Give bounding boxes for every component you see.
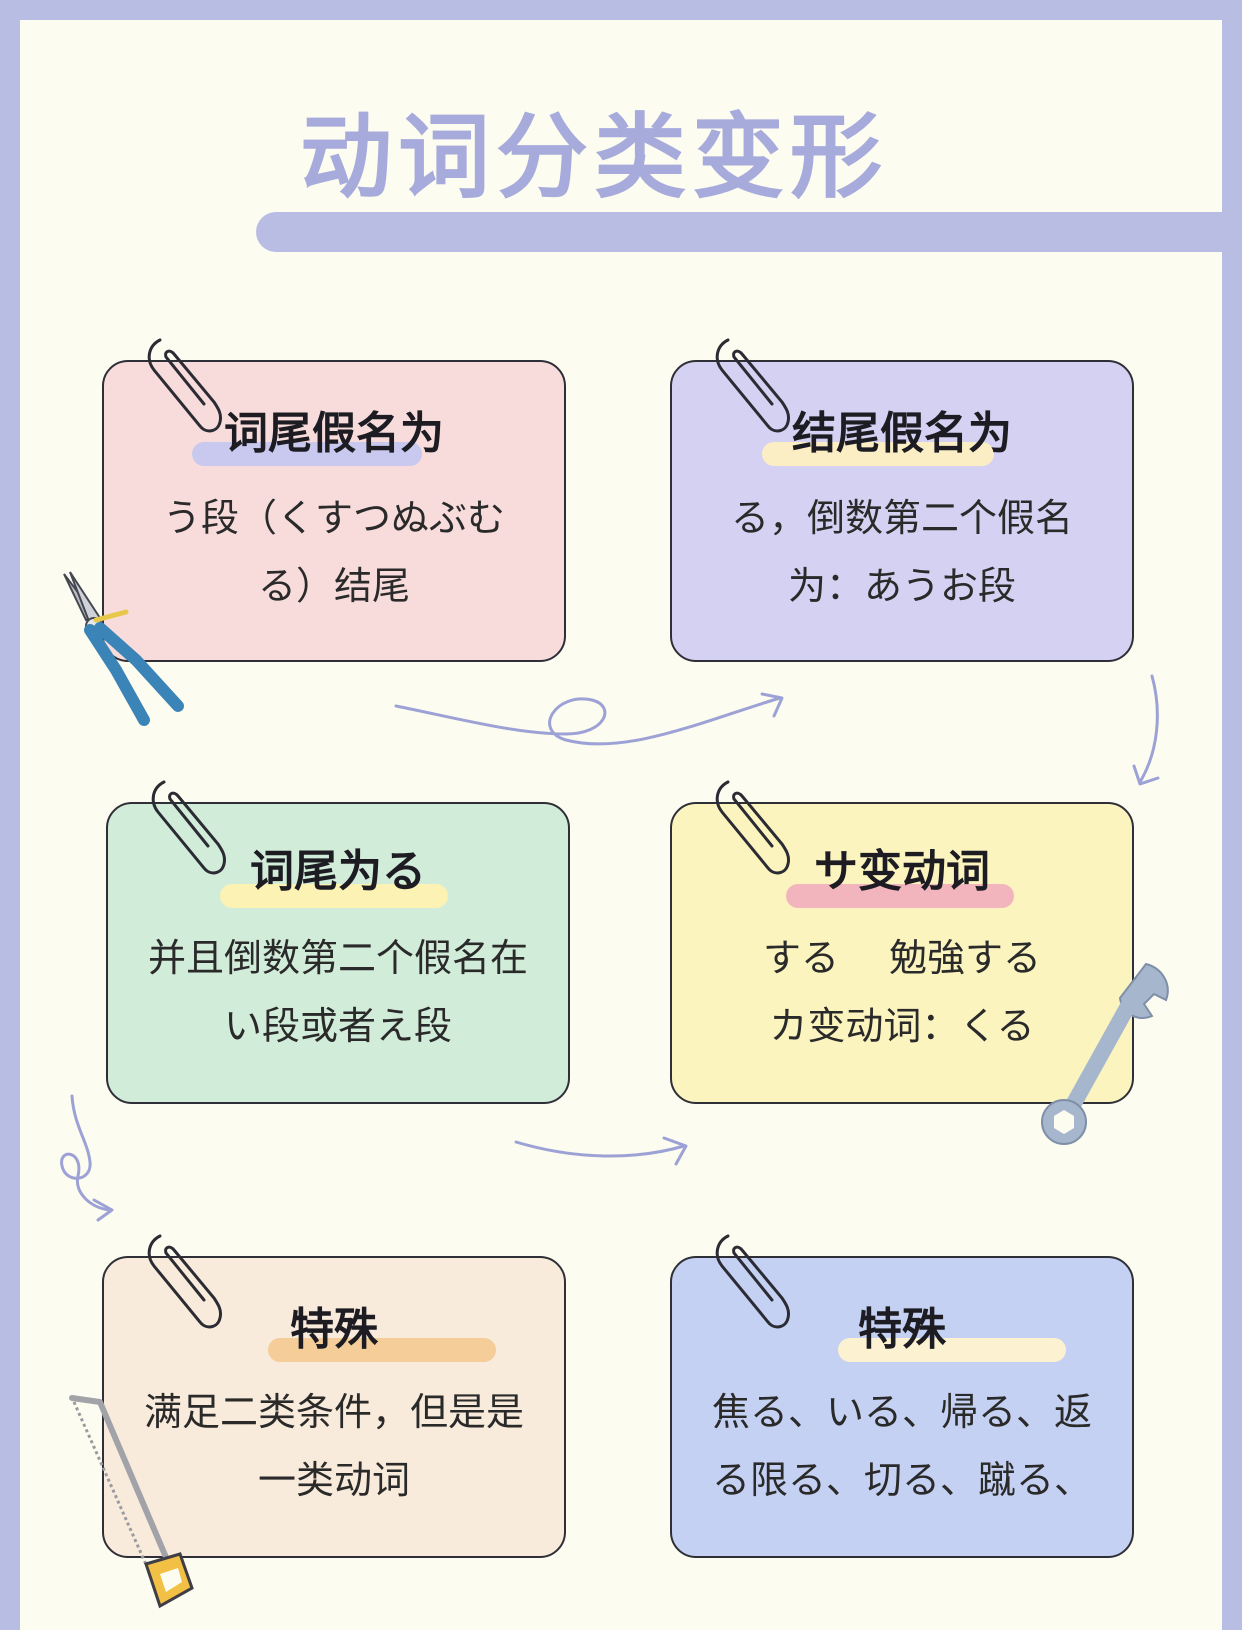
card-godan-ending: 词尾假名为 う段（くすつぬぶむ る）结尾: [102, 360, 566, 662]
hacksaw-icon: [69, 1395, 194, 1609]
curly-arrow-icon: [514, 1136, 688, 1166]
curly-arrow-icon: [394, 692, 784, 746]
card-title: 词尾假名为: [224, 408, 444, 459]
card-title-highlight: [220, 884, 448, 908]
card-body-line: する 勉強する: [762, 936, 1042, 980]
card-special-examples: 特殊 焦る、いる、帰る、返 る限る、切る、蹴る、: [670, 1256, 1134, 1558]
card-body-line: る，倒数第二个假名: [730, 496, 1073, 540]
card-title: 结尾假名为: [792, 408, 1012, 459]
card-body: 焦る、いる、帰る、返 る限る、切る、蹴る、: [682, 1378, 1122, 1514]
card-title: サ变动词: [814, 846, 990, 897]
card-ru-aou-ending: 结尾假名为 る，倒数第二个假名 为：あうお段: [670, 360, 1134, 662]
card-title: 特殊: [858, 1304, 946, 1355]
card-body: 满足二类条件，但是是 一类动词: [114, 1378, 554, 1514]
page-title: 动词分类变形: [300, 104, 889, 211]
paperclip-icon: [715, 780, 790, 875]
card-body-line: 并且倒数第二个假名在: [147, 936, 528, 980]
card-title-highlight: [762, 442, 994, 466]
paperclip-icon: [147, 1234, 222, 1329]
card-body-line: 满足二类条件，但是是: [143, 1390, 524, 1434]
card-body-line: る限る、切る、蹴る、: [711, 1458, 1092, 1502]
card-title-highlight: [838, 1338, 1066, 1362]
paperclip-icon: [715, 338, 790, 433]
card-title-highlight: [192, 442, 422, 466]
card-title: 词尾为る: [250, 846, 426, 897]
card-title-highlight: [786, 884, 1014, 908]
card-body-line: 为：あうお段: [787, 564, 1016, 608]
card-special-exceptions: 特殊 满足二类条件，但是是 一类动词: [102, 1256, 566, 1558]
paperclip-icon: [715, 1234, 790, 1329]
card-title-highlight: [268, 1338, 496, 1362]
card-ichidan-ending: 词尾为る 并且倒数第二个假名在 い段或者え段: [106, 802, 570, 1104]
card-body-line: う段（くすつぬぶむ: [162, 496, 505, 540]
card-body: する 勉強する カ变动词：くる: [682, 924, 1122, 1060]
paperclip-icon: [147, 338, 222, 433]
card-body: 并且倒数第二个假名在 い段或者え段: [118, 924, 558, 1060]
card-body-line: る）结尾: [257, 564, 410, 608]
card-body: う段（くすつぬぶむ る）结尾: [114, 484, 554, 620]
wrench-icon: [1041, 962, 1169, 1145]
card-body-line: い段或者え段: [223, 1004, 452, 1048]
card-sahen-verbs: サ变动词 する 勉強する カ变动词：くる: [670, 802, 1134, 1104]
card-body: る，倒数第二个假名 为：あうお段: [682, 484, 1122, 620]
card-body-line: カ变动词：くる: [769, 1004, 1035, 1048]
curly-arrow-icon: [60, 1094, 114, 1222]
card-body-line: 一类动词: [257, 1458, 410, 1502]
paperclip-icon: [151, 780, 226, 875]
curly-arrow-icon: [1132, 674, 1160, 786]
title-underline-bar: [256, 212, 1242, 252]
card-title: 特殊: [290, 1304, 378, 1355]
pliers-icon: [63, 571, 184, 726]
card-body-line: 焦る、いる、帰る、返: [711, 1390, 1092, 1434]
